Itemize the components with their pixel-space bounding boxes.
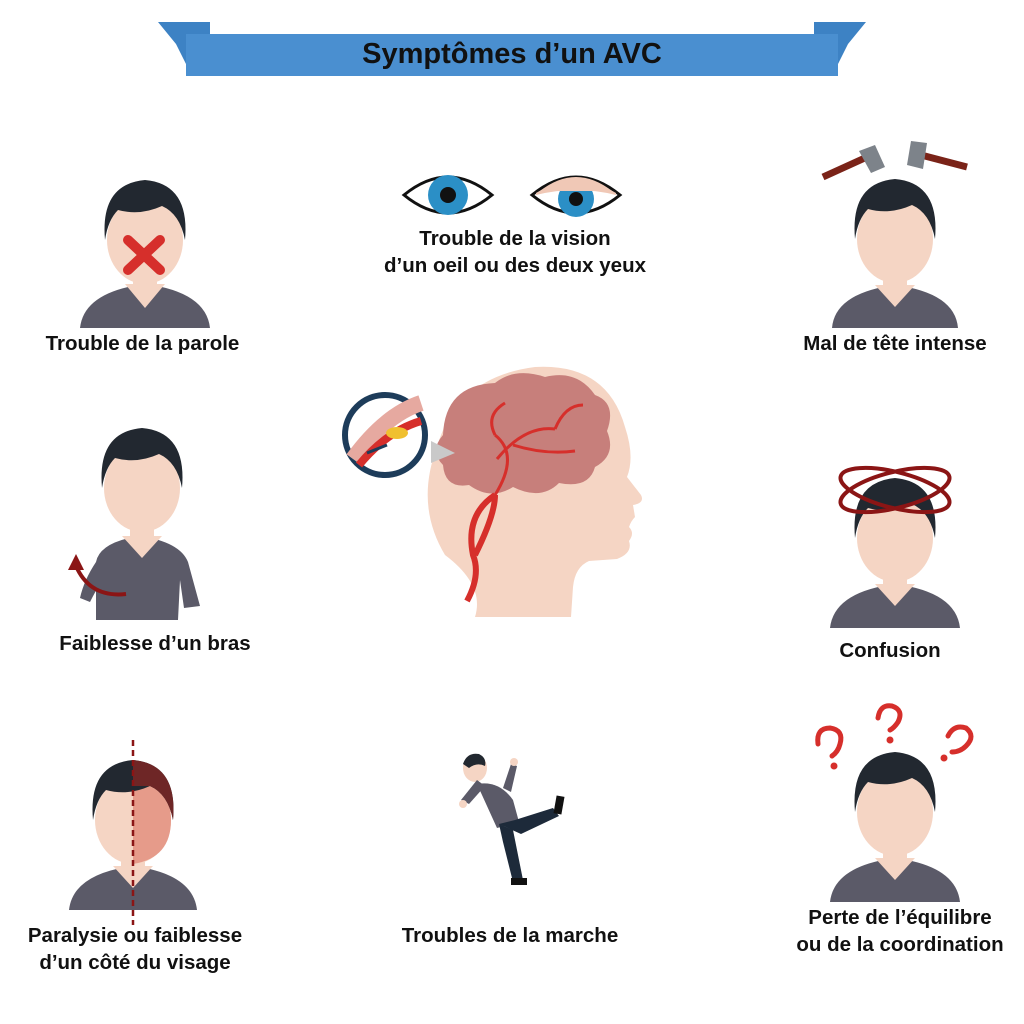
arm-label: Faiblesse d’un bras (59, 632, 251, 655)
balance-label-line1: Perte de l’équilibre (808, 906, 992, 929)
headache-label: Mal de tête intense (803, 332, 987, 355)
crossed-mouth-icon (80, 180, 210, 328)
vision-label-line1: Trouble de la vision (419, 227, 611, 250)
page-title: Symptômes d’un AVC (362, 38, 662, 70)
brain-artery-icon (342, 366, 642, 617)
speech-label: Trouble de la parole (45, 332, 240, 355)
split-face-icon (69, 740, 197, 925)
face-label-line2: d’un côté du visage (39, 951, 231, 974)
confusion-label: Confusion (839, 639, 941, 662)
eyes-icon (401, 175, 623, 217)
hammers-icon (821, 141, 968, 328)
balance-label-line2: ou de la coordination (796, 933, 1004, 956)
title-ribbon (158, 22, 866, 76)
walking-label: Troubles de la marche (401, 924, 619, 947)
face-label-line1: Paralysie ou faiblesse (27, 924, 243, 947)
question-marks-icon (815, 703, 974, 902)
falling-man-icon (459, 753, 565, 885)
vision-label-line2: d’un oeil ou des deux yeux (384, 254, 646, 277)
spinning-rings-icon (830, 465, 960, 628)
arm-arrow-icon (68, 428, 200, 620)
